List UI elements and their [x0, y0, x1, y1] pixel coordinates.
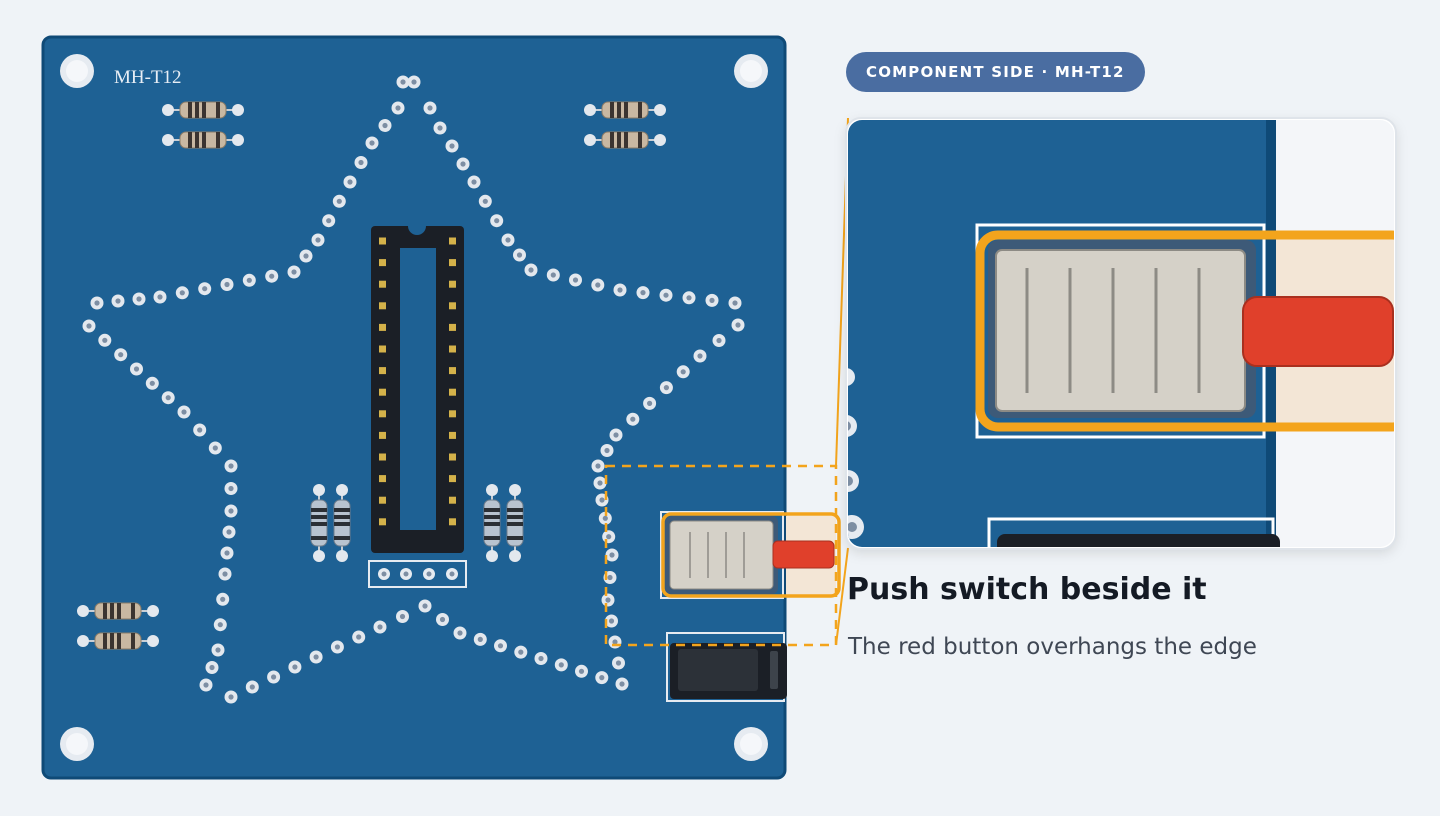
ic-socket	[371, 226, 464, 553]
zoom-inset-content	[848, 120, 1394, 547]
star-led-pads	[82, 75, 745, 704]
push-switch	[660, 511, 841, 599]
zoom-inset-frame	[845, 117, 1397, 550]
component-side-badge: COMPONENT SIDE · MH-T12	[846, 52, 1145, 92]
resistors-vertical	[310, 484, 524, 562]
pcb-board: MH-T12	[41, 35, 787, 780]
caption-subtitle: The red button overhangs the edge	[848, 634, 1257, 660]
power-switch	[666, 632, 787, 702]
caption-title: Push switch beside it	[847, 572, 1207, 607]
resistors-horizontal	[77, 101, 666, 650]
board-label: MH-T12	[114, 67, 182, 88]
mounting-holes	[60, 54, 768, 761]
pin-header	[368, 560, 467, 588]
